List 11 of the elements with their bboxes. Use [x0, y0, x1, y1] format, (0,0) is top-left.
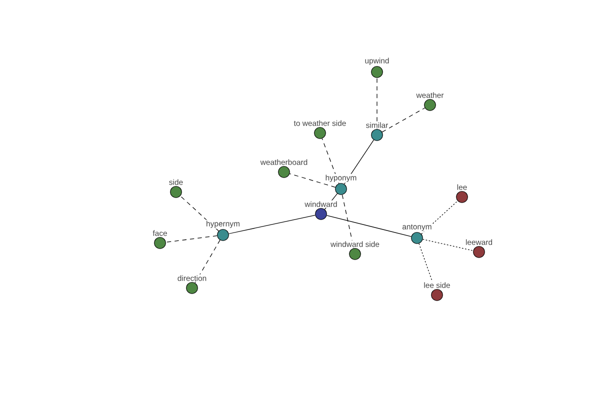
- connector-line: [289, 173, 336, 188]
- connector-line: [166, 235, 218, 243]
- connector-line: [194, 240, 220, 284]
- connector-line: [322, 138, 340, 184]
- connector-line: [418, 243, 436, 290]
- connector-line: [180, 196, 219, 232]
- connector-line: [326, 215, 412, 237]
- connector-line: [228, 214, 316, 234]
- connector-line: [421, 200, 458, 234]
- connector-line: [422, 238, 474, 251]
- connector-line: [382, 108, 426, 132]
